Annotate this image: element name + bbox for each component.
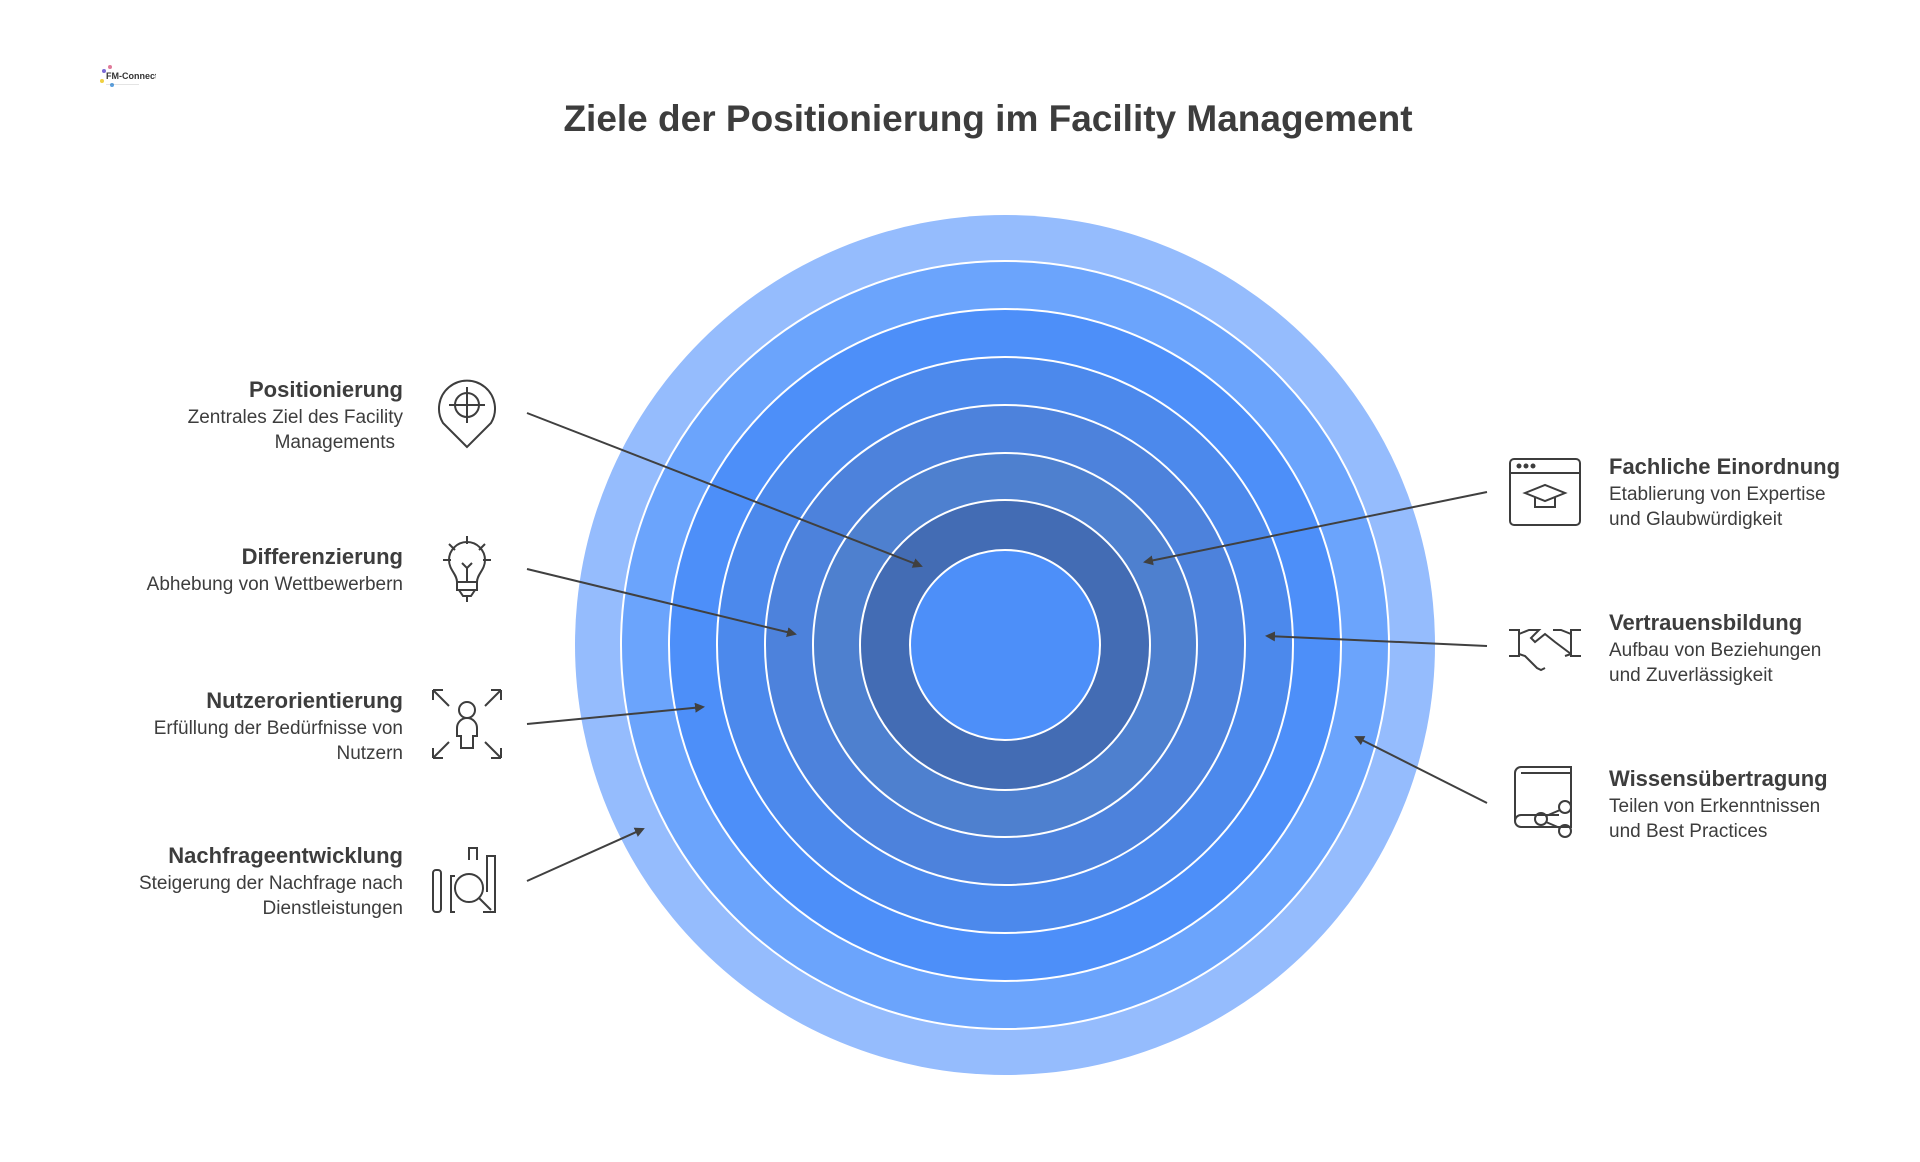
label-nachfrageentwicklung: Nachfrageentwicklung Steigerung der Nach… — [43, 843, 403, 921]
label-differenzierung: Differenzierung Abhebung von Wettbewerbe… — [43, 544, 403, 597]
desc-line: Managements — [274, 432, 395, 453]
svg-text:FM-Connect.com: FM-Connect.com — [106, 71, 156, 81]
desc-line: Zentrales Ziel des Facility — [187, 407, 403, 428]
label-wissensuebertragung: Wissensübertragung Teilen von Erkenntnis… — [1609, 766, 1920, 844]
book-share-icon — [1514, 766, 1572, 838]
label-fachliche-einordnung: Fachliche Einordnung Etablierung von Exp… — [1609, 454, 1920, 532]
desc-line: Teilen von Erkenntnissen — [1609, 796, 1821, 817]
desc-line: Dienstleistungen — [262, 898, 403, 919]
arrow-wissensuebertragung — [1354, 736, 1488, 804]
location-target-icon — [438, 379, 496, 449]
desc-line: Etablierung von Expertise — [1609, 484, 1826, 505]
arrow-nachfrageentwicklung — [526, 827, 645, 882]
svg-text:———————————: ——————————— — [106, 82, 139, 86]
label-positionierung: Positionierung Zentrales Ziel des Facili… — [43, 377, 403, 455]
label-title: Vertrauensbildung — [1609, 610, 1803, 635]
desc-line: Aufbau von Beziehungen — [1609, 640, 1822, 661]
desc-line: und Glaubwürdigkeit — [1609, 509, 1783, 530]
chart-search-icon — [432, 847, 496, 913]
label-nutzerorientierung: Nutzerorientierung Erfüllung der Bedürfn… — [43, 688, 403, 766]
desc-line: Steigerung der Nachfrage nach — [138, 873, 403, 894]
arrow-nutzerorientierung — [526, 702, 705, 725]
desc-line: Nutzern — [336, 743, 403, 764]
label-title: Positionierung — [249, 377, 403, 402]
label-desc: Abhebung von Wettbewerbern — [146, 574, 403, 595]
arrow-differenzierung — [526, 568, 797, 637]
desc-line: und Zuverlässigkeit — [1609, 665, 1773, 686]
handshake-icon — [1509, 629, 1581, 672]
desc-line: Erfüllung der Bedürfnisse von — [153, 718, 403, 739]
label-desc: Teilen von Erkenntnissen und Best Practic… — [1609, 794, 1920, 844]
fm-connect-logo: FM-Connect.com ——————————— — [98, 63, 179, 93]
page-title: Ziele der Positionierung im Facility Man… — [563, 98, 1413, 139]
user-focus-icon — [432, 689, 502, 759]
ring-8 — [909, 549, 1101, 741]
label-desc: Aufbau von Beziehungen und Zuverlässigkei… — [1609, 638, 1920, 688]
label-vertrauensbildung: Vertrauensbildung Aufbau von Beziehungen… — [1609, 610, 1920, 688]
label-title: Nachfrageentwicklung — [168, 843, 403, 868]
arrow-vertrauensbildung — [1265, 631, 1488, 647]
label-title: Nutzerorientierung — [206, 688, 403, 713]
label-title: Wissensübertragung — [1609, 766, 1828, 791]
browser-graduation-cap-icon — [1509, 458, 1581, 526]
label-desc: Etablierung von Expertise und Glaubwürdig… — [1609, 482, 1920, 532]
desc-line: und Best Practices — [1609, 821, 1768, 842]
lightbulb-icon — [443, 536, 491, 602]
label-title: Fachliche Einordnung — [1609, 454, 1841, 479]
arrow-positionierung — [526, 412, 923, 568]
arrow-fachliche-einordnung — [1143, 491, 1488, 566]
label-title: Differenzierung — [241, 544, 403, 569]
